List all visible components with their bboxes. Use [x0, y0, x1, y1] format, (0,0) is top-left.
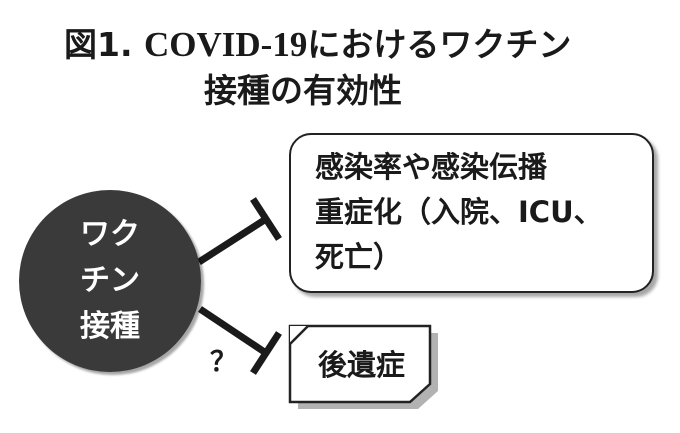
vaccine-node-line-1: ワク: [80, 217, 140, 252]
outcome-primary-line-1: 感染率や感染伝播: [315, 150, 548, 184]
title-line-1-rest: におけるワクチン: [307, 25, 572, 64]
outcome-primary-line-3: 死亡）: [315, 240, 403, 274]
title-disease-name: COVID-19: [144, 25, 308, 64]
outcome-box-secondary: 後遺症: [318, 348, 406, 382]
vaccine-node-line-3: 接種: [80, 309, 140, 344]
figure-number: 図1.: [64, 25, 133, 64]
outcome-box-primary: 感染率や感染伝播 重症化（入院、ICU、 死亡）: [289, 133, 654, 293]
inhibition-line-primary: [197, 216, 268, 265]
vaccine-node: ワク チン 接種: [19, 190, 201, 372]
inhibition-bar-secondary: [250, 331, 282, 375]
title-line-1: 図1. COVID-19におけるワクチン: [64, 18, 571, 66]
outcome-box-secondary-shape: [288, 324, 438, 409]
outcome-primary-line-2: 重症化（入院、ICU、: [315, 195, 603, 229]
title-line-2: 接種の有効性: [204, 71, 402, 110]
vaccine-node-line-2: チン: [80, 263, 140, 298]
diagram-title: 図1. COVID-19におけるワクチン 接種の有効性: [0, 0, 680, 112]
uncertainty-mark: ？: [210, 347, 237, 378]
inhibition-line-secondary: [198, 306, 268, 356]
inhibition-bar-primary: [250, 197, 282, 241]
